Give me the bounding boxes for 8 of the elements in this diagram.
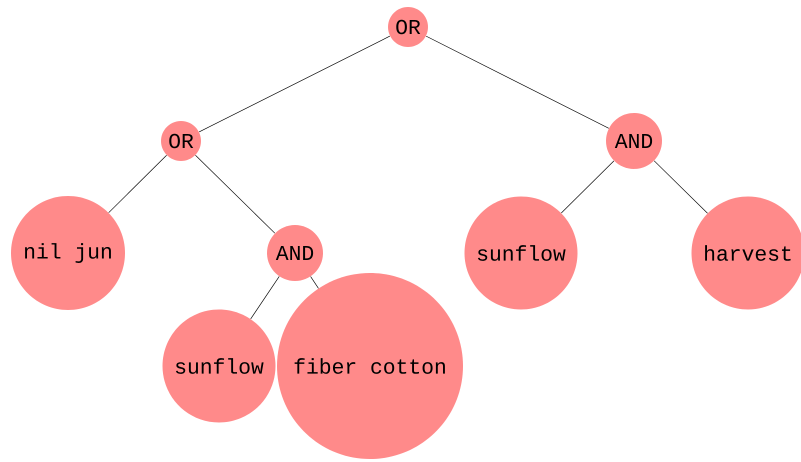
tree-edge bbox=[108, 154, 167, 214]
tree-edge bbox=[250, 276, 280, 320]
tree-edge bbox=[198, 36, 390, 132]
tree-edge bbox=[560, 160, 614, 214]
tree-edge bbox=[654, 160, 708, 214]
tree-edge bbox=[426, 36, 610, 129]
tree-edge bbox=[310, 276, 319, 289]
tree-edge bbox=[195, 154, 276, 234]
